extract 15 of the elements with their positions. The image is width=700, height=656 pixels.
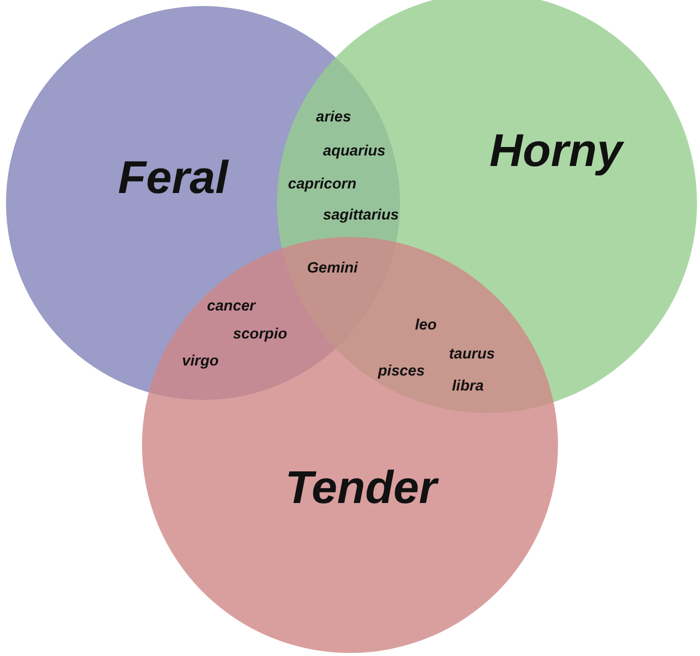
zodiac-label: scorpio [233,326,288,342]
zodiac-label: virgo [182,352,219,370]
circle-heading: Feral [118,150,228,204]
zodiac-label: pisces [378,362,425,380]
zodiac-label: taurus [449,346,495,362]
zodiac-label: Gemini [307,260,358,276]
zodiac-label: aries [316,108,352,126]
zodiac-label: sagittarius [323,206,399,224]
circle-heading: Horny [490,123,622,177]
circle-heading: Tender [285,460,437,514]
zodiac-label: capricorn [288,176,356,192]
zodiac-label: libra [452,378,484,394]
zodiac-label: cancer [207,298,256,314]
zodiac-label: aquarius [323,142,386,160]
zodiac-label: leo [415,316,437,334]
